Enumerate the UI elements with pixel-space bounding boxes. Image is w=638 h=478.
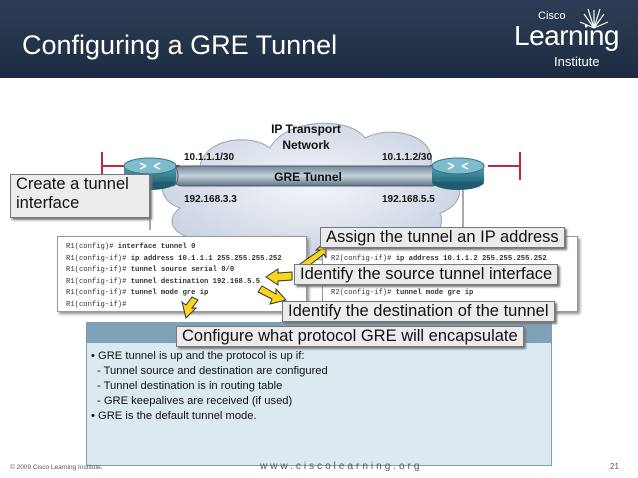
r1-serial-ip: 10.1.1.1/30 bbox=[184, 152, 234, 163]
r1-config-box: R1(config)# interface tunnel 0 R1(config… bbox=[57, 236, 307, 312]
slide-header: Configuring a GRE Tunnel Cisco Learning … bbox=[0, 0, 638, 78]
router-icon bbox=[431, 157, 485, 190]
callout-protocol: Configure what protocol GRE will encapsu… bbox=[176, 326, 524, 347]
summary-bullets: • GRE tunnel is up and the protocol is u… bbox=[91, 349, 328, 424]
tunnel-label: GRE Tunnel bbox=[274, 170, 342, 184]
slide-title: Configuring a GRE Tunnel bbox=[22, 30, 338, 60]
slide-body: IP Transport Network GRE Tunnel 10.1.1.1… bbox=[0, 78, 638, 478]
r2-config-line: R2(config-if)# ip address 10.1.1.2 255.2… bbox=[331, 254, 547, 263]
r1-config-line: R1(config-if)# tunnel destination 192.16… bbox=[66, 277, 261, 286]
callout-source-interface: Identify the source tunnel interface bbox=[294, 264, 559, 285]
r1-config-line: R1(config)# interface tunnel 0 bbox=[66, 243, 196, 251]
bullet-item: - GRE keepalives are received (if used) bbox=[97, 395, 293, 407]
r1-config-line: R1(config-if)# tunnel mode gre ip bbox=[66, 289, 209, 297]
cloud-label-line1: IP Transport bbox=[271, 122, 341, 136]
callout-destination: Identify the destination of the tunnel bbox=[282, 301, 555, 322]
callout-create-tunnel: Create a tunnel interface bbox=[10, 174, 150, 218]
r1-tunnel-ip: 192.168.3.3 bbox=[184, 194, 237, 205]
bullet-item: - Tunnel destination is in routing table bbox=[97, 380, 283, 392]
cisco-learning-institute-logo: Cisco Learning Institute bbox=[512, 8, 632, 72]
logo-institute-text: Institute bbox=[554, 54, 600, 69]
r1-config-line: R1(config-if)# bbox=[66, 300, 127, 309]
bullet-item: • GRE tunnel is up and the protocol is u… bbox=[91, 350, 305, 362]
footer-url: www.ciscolearning.org bbox=[260, 461, 423, 472]
r2-serial-ip: 10.1.1.2/30 bbox=[382, 152, 432, 163]
cloud-label-line2: Network bbox=[282, 138, 330, 152]
r1-config-line: R1(config-if)# tunnel source serial 0/0 bbox=[66, 266, 235, 274]
callout-assign-ip: Assign the tunnel an IP address bbox=[320, 227, 565, 248]
footer-copyright: © 2009 Cisco Learning Institute. bbox=[10, 464, 103, 471]
logo-learning-text: Learning bbox=[514, 20, 619, 51]
r2-tunnel-ip: 192.168.5.5 bbox=[382, 194, 435, 205]
r2-config-line: R2(config-if)# tunnel mode gre ip bbox=[331, 289, 474, 297]
logo-cisco-text: Cisco bbox=[538, 10, 566, 22]
r1-config-line: R1(config-if)# ip address 10.1.1.1 255.2… bbox=[66, 254, 282, 263]
starburst-logo-icon bbox=[579, 8, 609, 29]
bullet-item: • GRE is the default tunnel mode. bbox=[91, 410, 257, 422]
bullet-item: - Tunnel source and destination are conf… bbox=[97, 365, 328, 377]
page-number: 21 bbox=[610, 462, 619, 471]
